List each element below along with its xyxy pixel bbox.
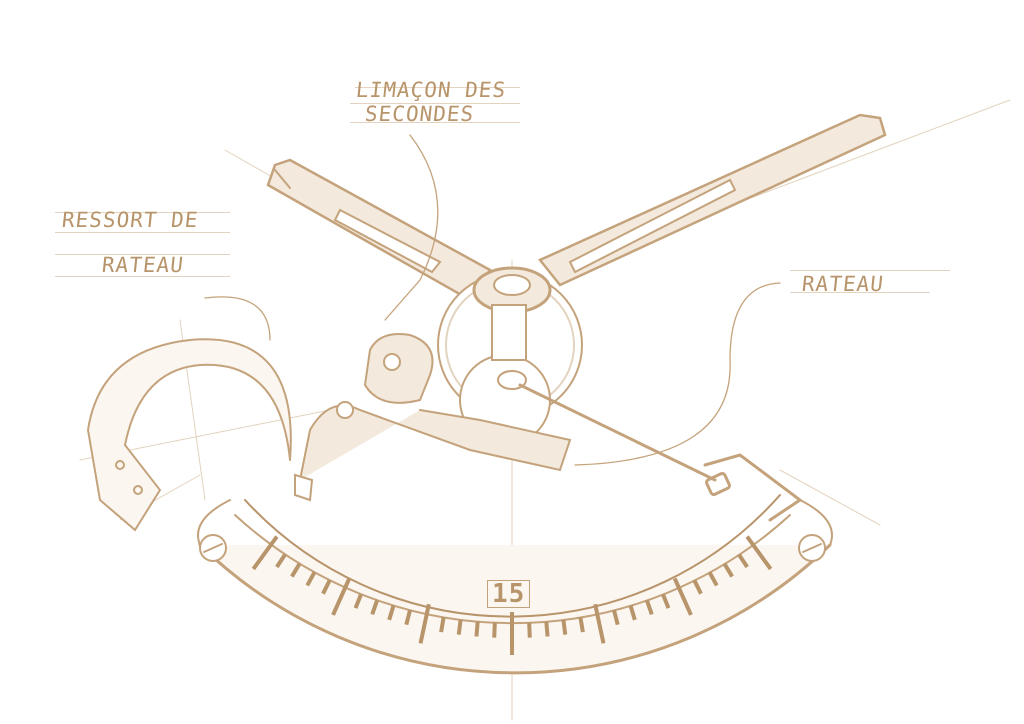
dial-minor-tick bbox=[474, 621, 480, 637]
limacon-cam bbox=[363, 333, 434, 404]
label-ressort-line2: RATEAU bbox=[100, 253, 186, 277]
dial-minor-tick bbox=[290, 562, 302, 578]
dial-minor-tick bbox=[492, 622, 497, 638]
hub bbox=[472, 266, 552, 390]
label-rateau: RATEAU bbox=[800, 272, 886, 296]
dial-major-tick bbox=[593, 603, 606, 644]
dial-minor-tick bbox=[544, 621, 550, 637]
dial-minor-tick bbox=[387, 604, 396, 621]
dial-major-tick bbox=[331, 577, 352, 616]
dial-major-tick bbox=[672, 577, 693, 616]
rule bbox=[55, 276, 230, 277]
dial-minor-tick bbox=[370, 599, 380, 616]
dial-minor-tick bbox=[612, 609, 620, 626]
dial-minor-tick bbox=[321, 579, 332, 595]
rule bbox=[55, 232, 230, 233]
label-limacon-line1: LIMAÇON DES bbox=[354, 78, 508, 102]
screw-right bbox=[798, 534, 826, 562]
rule bbox=[350, 103, 520, 104]
rule bbox=[350, 122, 520, 123]
dial-minor-tick bbox=[527, 622, 532, 638]
rule bbox=[355, 87, 520, 88]
rule bbox=[55, 254, 230, 255]
dial-minor-tick bbox=[737, 553, 749, 569]
dial-minor-tick bbox=[439, 616, 446, 633]
dial-minor-tick bbox=[661, 593, 671, 609]
dial-minor-tick bbox=[692, 579, 703, 595]
dial-minor-tick bbox=[404, 609, 412, 626]
dial-minor-tick bbox=[707, 571, 719, 587]
rule bbox=[55, 212, 230, 213]
dial-minor-tick bbox=[578, 616, 585, 633]
dial-minor-tick bbox=[644, 599, 654, 616]
leader-lines bbox=[204, 134, 781, 466]
dial-number: 15 bbox=[487, 580, 531, 608]
ressort-spring bbox=[86, 338, 292, 532]
dial-major-tick bbox=[418, 603, 431, 644]
label-ressort-line1: RESSORT DE bbox=[60, 208, 200, 232]
rateau-arm bbox=[294, 383, 717, 502]
rule bbox=[790, 292, 930, 293]
hand-right bbox=[538, 113, 887, 287]
dial-minor-tick bbox=[305, 571, 317, 587]
dial-minor-tick bbox=[275, 553, 287, 569]
dial-major-tick bbox=[745, 535, 773, 571]
screw-left bbox=[199, 534, 227, 562]
label-limacon-line2: SECONDES bbox=[363, 102, 476, 126]
dial-minor-tick bbox=[561, 619, 568, 635]
rule bbox=[790, 270, 950, 271]
hand-left bbox=[266, 158, 492, 302]
dial-minor-tick bbox=[628, 604, 637, 621]
dial-minor-tick bbox=[456, 619, 463, 635]
dial-sector bbox=[197, 453, 833, 675]
dial-major-tick bbox=[251, 535, 279, 571]
dial-minor-tick bbox=[722, 562, 734, 578]
dial-minor-tick bbox=[353, 593, 363, 609]
